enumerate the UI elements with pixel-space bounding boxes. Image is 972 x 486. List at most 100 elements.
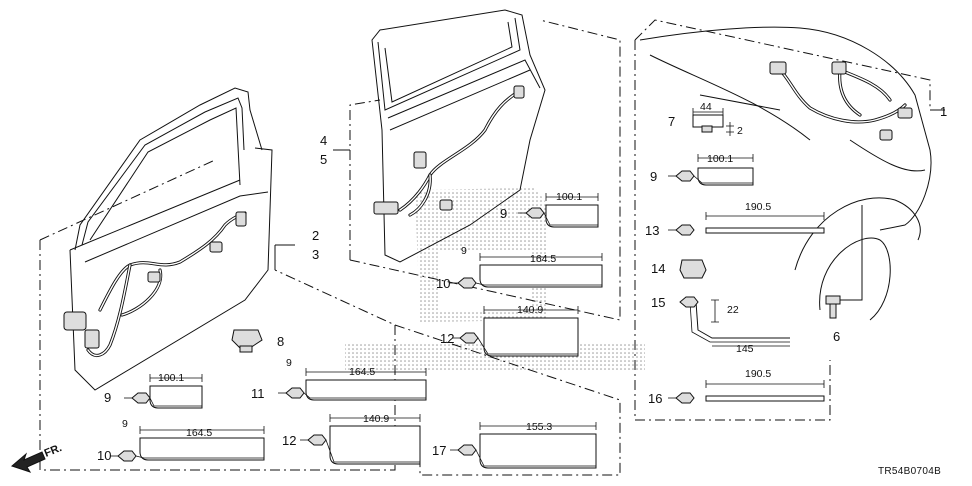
dim-9-part11: 9 — [286, 357, 292, 369]
grommets-and-bolt — [231, 259, 841, 353]
clip-10-left-wire — [135, 455, 264, 459]
clip-12-mid-tape — [483, 317, 579, 357]
clip-9-left-wire — [149, 397, 202, 407]
clip-15-bracket — [695, 301, 790, 339]
rear-door — [371, 9, 546, 263]
clip-17-dimension-line — [479, 422, 597, 430]
dim-164-5-mid: 164.5 — [530, 253, 556, 265]
callout-15: 15 — [651, 295, 665, 310]
dim-155-3-part17: 155.3 — [526, 421, 552, 433]
callout-7: 7 — [668, 114, 675, 129]
clip-15-dimension-lines — [711, 299, 790, 347]
clip-9-right-tape — [697, 167, 754, 186]
clip-12-mid — [452, 306, 579, 357]
clip-9-right-wire — [693, 175, 753, 184]
clip-10-mid-dimension-line — [479, 253, 603, 261]
clip-12-mid-dimension-line — [483, 306, 579, 314]
dim-140-9-part12: 140.9 — [363, 413, 389, 425]
clip-12-bottom — [300, 414, 421, 465]
clip-12-bottom-tape — [329, 425, 421, 465]
callout-2: 2 — [312, 228, 319, 243]
callout-9-right: 9 — [650, 169, 657, 184]
clip-12-bottom-wire — [325, 439, 420, 463]
dim-100-1-right: 100.1 — [707, 153, 733, 165]
callout-17: 17 — [432, 443, 446, 458]
clip-10-mid-tape — [479, 264, 603, 288]
clip-11 — [278, 368, 427, 401]
clip-9-left-tape — [149, 385, 203, 409]
dim-140-9-mid: 140.9 — [517, 304, 543, 316]
clip-9-left-head — [131, 392, 151, 404]
dim-100-1-mid: 100.1 — [556, 191, 582, 203]
clip-12-bottom-dimension-line — [329, 414, 421, 422]
clip-10-left-dimension-line — [139, 426, 265, 434]
clip-9-right-head — [675, 170, 695, 182]
callout-9-left: 9 — [104, 390, 111, 405]
clip-13-tie-head — [675, 224, 695, 236]
clip-13-tie-dimension-line — [705, 212, 825, 220]
callout-9-mid: 9 — [500, 206, 507, 221]
callout-8: 8 — [277, 334, 284, 349]
direction-label: FR. — [43, 442, 64, 460]
part-callouts: 1 2 3 4 5 6 7 8 9 9 9 10 10 11 12 12 13 … — [97, 104, 947, 463]
dim-145: 145 — [736, 343, 754, 355]
front-direction-arrow: FR. — [11, 442, 64, 473]
clip-9-mid-wire — [543, 212, 598, 226]
rear-body — [639, 26, 932, 321]
callout-3: 3 — [312, 247, 319, 262]
callout-10-left: 10 — [97, 448, 111, 463]
callout-14: 14 — [651, 261, 665, 276]
callout-1: 1 — [940, 104, 947, 119]
dimension-labels: 44 2 100.1 190.5 22 145 190.5 100.1 9 16… — [122, 101, 771, 439]
clip-12-bottom-head — [307, 434, 327, 446]
clip-17 — [450, 422, 597, 469]
callout-10-mid: 10 — [436, 276, 450, 291]
front-door — [63, 87, 273, 391]
dim-44: 44 — [700, 101, 712, 113]
callout-5: 5 — [320, 152, 327, 167]
clip-13-tie-tie-strap — [705, 227, 825, 234]
clip-9-left-dimension-line — [149, 374, 203, 382]
callout-13: 13 — [645, 223, 659, 238]
clip-9-right — [668, 154, 754, 186]
group-boundaries — [39, 19, 931, 476]
clip-16-tie — [668, 380, 825, 404]
clip-9-mid-dimension-line — [545, 193, 599, 201]
clip-17-wire — [475, 449, 596, 467]
clip-9-mid-tape — [545, 204, 599, 228]
clip-10-left-tape — [139, 437, 265, 461]
leader-lines — [274, 109, 945, 270]
clip-13-tie — [668, 212, 825, 236]
clip-15-bracket-edge — [689, 301, 790, 343]
dim-164-5-part11: 164.5 — [349, 366, 375, 378]
dim-9-mid: 9 — [461, 245, 467, 257]
diagram-code: TR54B0704B — [878, 466, 941, 477]
clip-16-tie-head — [675, 392, 695, 404]
harness-clips — [110, 154, 825, 469]
callout-11: 11 — [251, 386, 265, 401]
clip-17-tape — [479, 433, 597, 469]
callout-4: 4 — [320, 133, 327, 148]
part-7 — [692, 108, 734, 136]
callout-6: 6 — [833, 329, 840, 344]
callout-12-mid: 12 — [440, 331, 454, 346]
clip-11-wire — [303, 392, 426, 399]
clip-16-tie-tie-strap — [705, 395, 825, 402]
clip-15-head — [679, 296, 699, 308]
callout-12-bottom: 12 — [282, 433, 296, 448]
clip-10-left — [110, 426, 265, 462]
dim-100-1-left: 100.1 — [158, 372, 184, 384]
clip-9-mid — [518, 193, 599, 228]
clip-11-dimension-line — [305, 368, 427, 376]
dim-164-5-part10: 164.5 — [186, 427, 212, 439]
dim-22: 22 — [727, 304, 739, 316]
clip-9-right-dimension-line — [697, 154, 754, 162]
dim-190-5-lower: 190.5 — [745, 368, 771, 380]
clip-10-left-head — [117, 450, 137, 462]
clip-11-head — [285, 387, 305, 399]
clip-10-mid-wire — [475, 282, 602, 286]
callout-16: 16 — [648, 391, 662, 406]
clip-10-mid — [450, 253, 603, 289]
dim-9-part10: 9 — [122, 418, 128, 430]
